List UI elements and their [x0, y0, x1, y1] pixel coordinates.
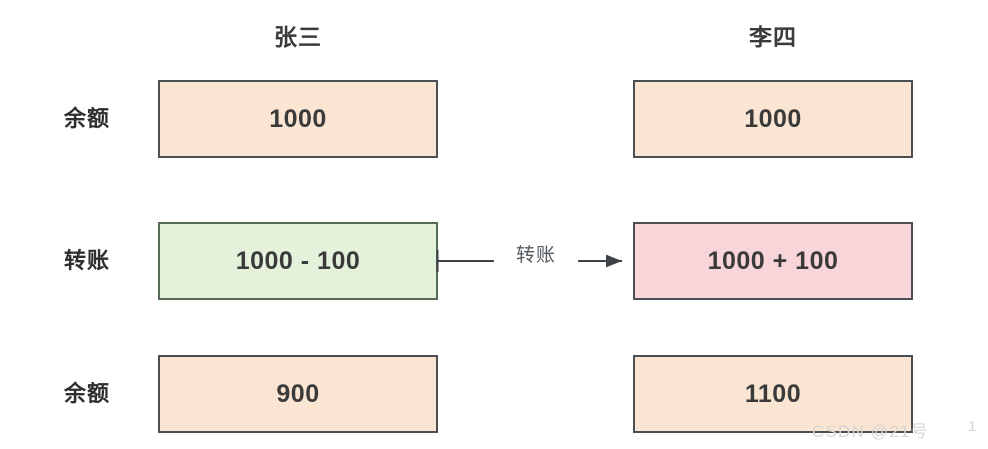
- row-label-transfer: 转账: [63, 248, 110, 273]
- box-zhangsan-balance-before: 1000: [158, 80, 438, 158]
- box-lisi-transfer-credit: 1000 + 100: [633, 222, 913, 300]
- box-zhangsan-transfer-debit: 1000 - 100: [158, 222, 438, 300]
- column-header-lisi: 李四: [749, 24, 797, 50]
- watermark-page-number: 1: [968, 418, 977, 435]
- box-lisi-balance-before: 1000: [633, 80, 913, 158]
- row-label-balance-after: 余额: [63, 381, 110, 406]
- transfer-arrow-group: 转账: [436, 240, 636, 282]
- column-header-zhangsan: 张三: [274, 24, 322, 50]
- box-zhangsan-balance-after: 900: [158, 355, 438, 433]
- transfer-arrow-label: 转账: [494, 243, 578, 269]
- box-lisi-balance-after: 1100: [633, 355, 913, 433]
- row-label-balance-before: 余额: [63, 106, 110, 131]
